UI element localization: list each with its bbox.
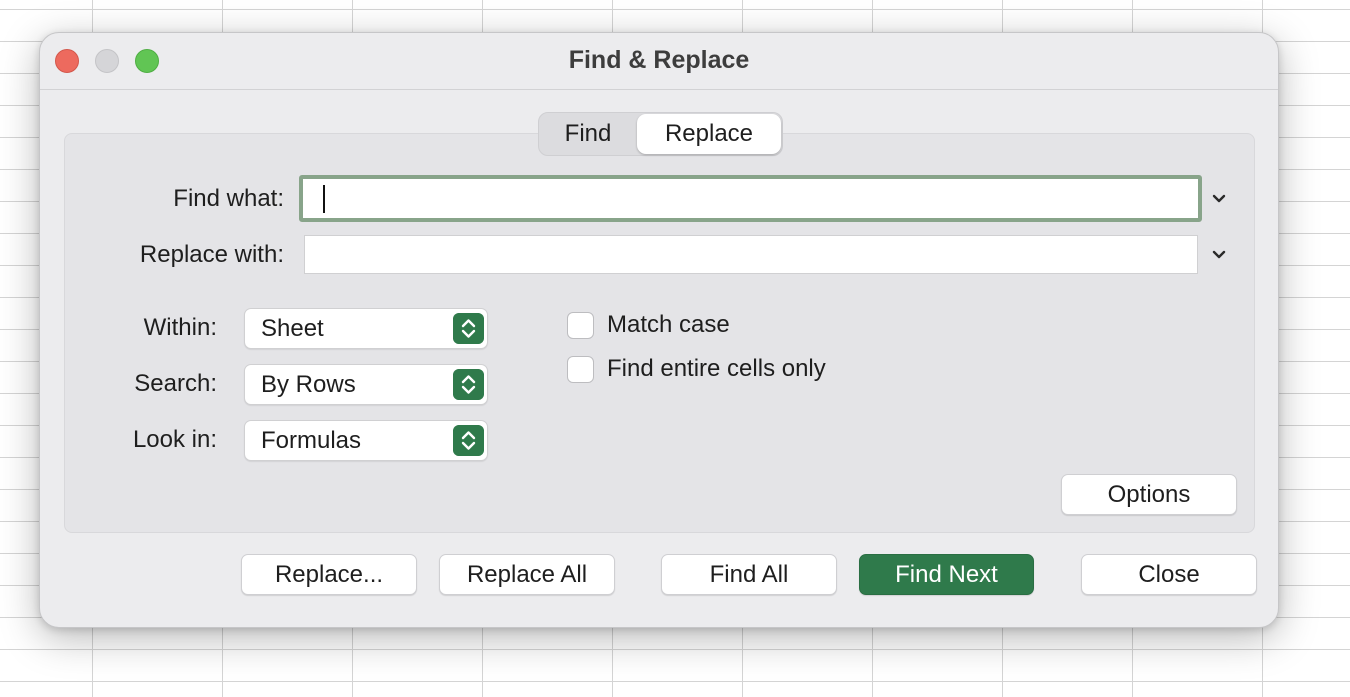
stepper-icon [453, 313, 484, 344]
minimize-window-button[interactable] [95, 49, 119, 73]
replace-with-input[interactable] [304, 235, 1198, 274]
window-title: Find & Replace [568, 46, 750, 74]
entire-cells-label[interactable]: Find entire cells only [607, 355, 826, 382]
search-label: Search: [134, 370, 217, 397]
find-what-label: Find what: [173, 185, 284, 212]
find-next-button[interactable]: Find Next [859, 554, 1034, 595]
find-all-button[interactable]: Find All [661, 554, 837, 595]
look-in-label: Look in: [132, 426, 217, 453]
close-button[interactable]: Close [1081, 554, 1257, 595]
replace-button[interactable]: Replace... [241, 554, 417, 595]
within-value: Sheet [261, 315, 324, 342]
entire-cells-checkbox[interactable] [567, 356, 594, 383]
title-bar[interactable]: Find & Replace [40, 33, 1278, 90]
find-what-input[interactable] [299, 175, 1202, 222]
zoom-window-button[interactable] [135, 49, 159, 73]
match-case-checkbox[interactable] [567, 312, 594, 339]
within-label: Within: [143, 314, 217, 341]
replace-with-label: Replace with: [139, 241, 284, 268]
chevron-down-icon[interactable] [1210, 246, 1228, 264]
look-in-select[interactable]: Formulas [244, 420, 488, 461]
look-in-value: Formulas [261, 427, 362, 454]
match-case-label[interactable]: Match case [607, 311, 730, 338]
stepper-icon [453, 369, 484, 400]
chevron-down-icon[interactable] [1210, 190, 1228, 208]
close-window-button[interactable] [55, 49, 79, 73]
tab-find[interactable]: Find [564, 120, 612, 147]
replace-all-button[interactable]: Replace All [439, 554, 615, 595]
stepper-icon [453, 425, 484, 456]
mode-tabs: Find Replace [538, 112, 783, 156]
options-button[interactable]: Options [1061, 474, 1237, 515]
tab-replace[interactable]: Replace [637, 114, 781, 154]
within-select[interactable]: Sheet [244, 308, 488, 349]
search-value: By Rows [261, 371, 356, 398]
text-cursor [323, 185, 325, 213]
search-select[interactable]: By Rows [244, 364, 488, 405]
find-replace-dialog: Find & Replace Find Replace Find what: R… [39, 32, 1279, 628]
